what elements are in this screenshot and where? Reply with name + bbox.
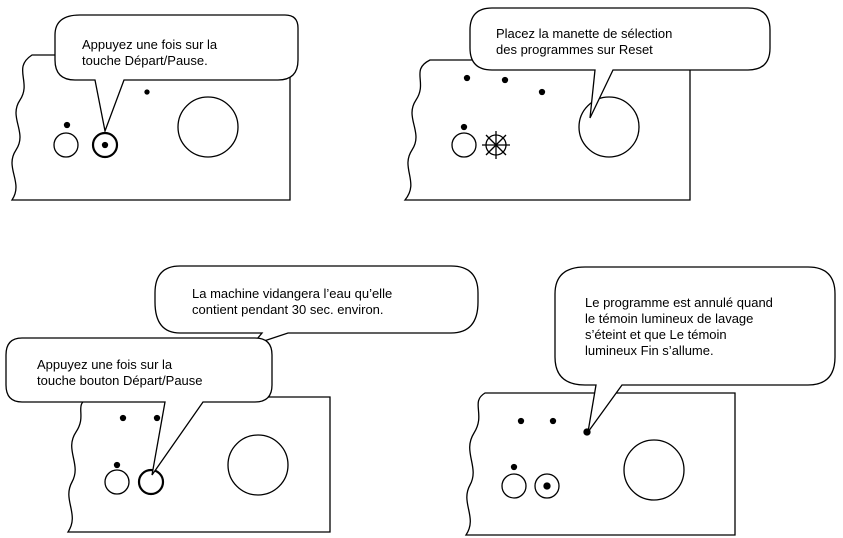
indicator-light — [517, 417, 525, 425]
indicator-light — [63, 121, 71, 129]
start-pause-button — [137, 468, 165, 496]
speech-bubble — [54, 14, 299, 134]
end-indicator-button — [534, 473, 560, 499]
panel-step3 — [5, 265, 479, 533]
control-panel-outline — [10, 54, 291, 201]
program-selector-knob — [177, 96, 239, 158]
indicator-light — [463, 74, 471, 82]
indicator-light — [549, 417, 557, 425]
indicator-light — [501, 76, 509, 84]
wash-indicator-button — [104, 469, 130, 495]
speech-bubble — [154, 265, 479, 347]
callout-step3-drain-text: La machine vidangera l’eau qu’elle conti… — [192, 286, 393, 317]
callout-step2-text: Placez la manette de sélection des progr… — [496, 26, 673, 57]
wash-indicator-button — [451, 132, 477, 158]
control-panel-outline — [464, 392, 736, 536]
indicator-light — [510, 463, 518, 471]
callout-step1-text: Appuyez une fois sur la touche Départ/Pa… — [82, 37, 218, 68]
indicator-light — [119, 414, 127, 422]
wash-indicator-button — [501, 473, 527, 499]
speech-bubble — [469, 7, 771, 119]
callout-step4-text: Le programme est annulé quand le témoin … — [585, 295, 773, 358]
program-selector-knob — [623, 439, 685, 501]
speech-bubble — [554, 266, 836, 433]
start-pause-button — [91, 131, 119, 159]
wash-indicator-button — [53, 132, 79, 158]
program-selector-knob — [578, 96, 640, 158]
indicator-light — [153, 414, 161, 422]
indicator-light — [538, 88, 546, 96]
panel-step4 — [464, 266, 836, 536]
panel-step1 — [10, 14, 299, 201]
callout-step3-button-text: Appuyez une fois sur la touche bouton Dé… — [37, 357, 203, 388]
program-selector-knob — [227, 434, 289, 496]
control-panel-outline — [66, 396, 331, 533]
indicator-light — [460, 123, 468, 131]
end-indicator-dot — [543, 482, 551, 490]
reset-cross-symbol — [482, 131, 510, 159]
panel-step2 — [403, 7, 771, 201]
indicator-light — [113, 461, 121, 469]
speech-bubble — [5, 337, 273, 476]
control-panel-outline — [403, 59, 691, 201]
start-pause-button-dot — [101, 141, 109, 149]
indicator-light — [144, 89, 150, 95]
